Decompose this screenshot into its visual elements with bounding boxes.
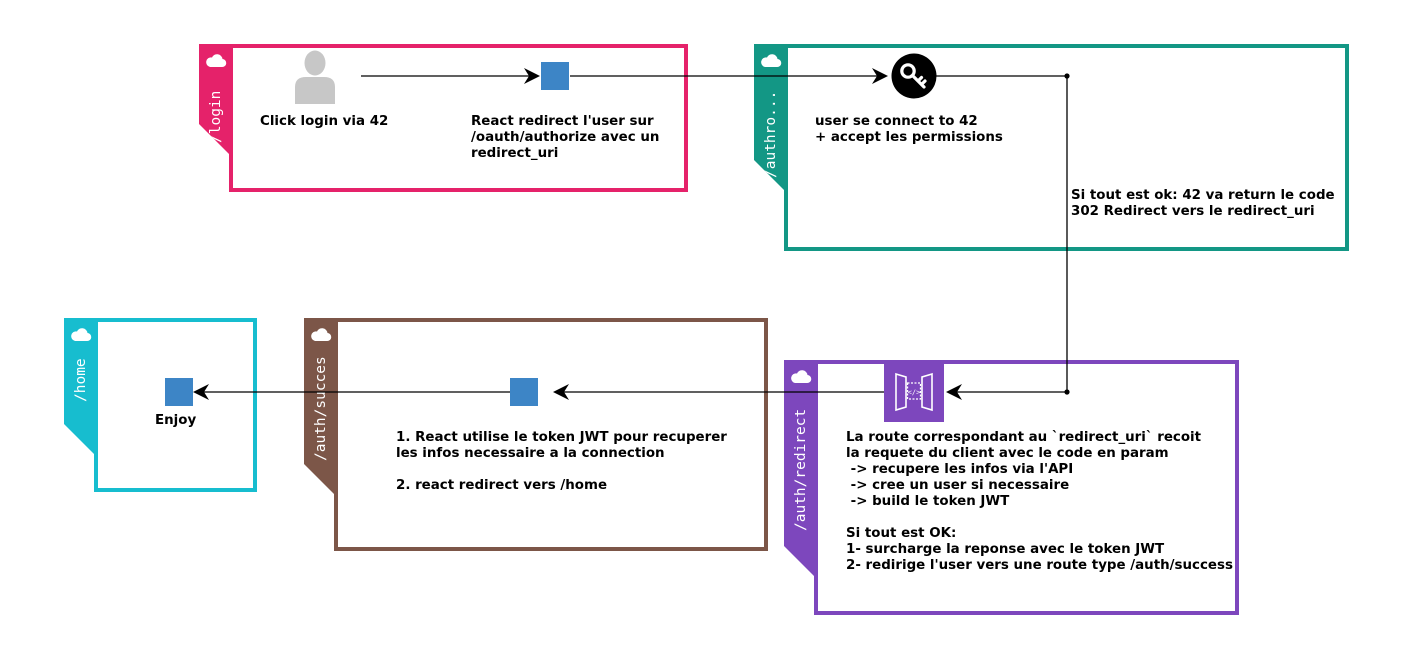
- route-handler-label: La route correspondant au `redirect_uri`…: [846, 430, 1233, 573]
- redirect-group-tab: /auth/redirect: [784, 360, 818, 580]
- junction-dot: [1064, 389, 1070, 395]
- user-icon: [295, 50, 335, 104]
- arrowhead: [524, 68, 540, 84]
- arrowhead: [193, 384, 209, 400]
- arrowhead: [553, 384, 569, 400]
- cloud-icon: [790, 368, 812, 384]
- cloud-icon: [310, 326, 332, 342]
- react-use-token-step: [510, 378, 538, 406]
- edge-key-to-redirect: [936, 75, 1068, 393]
- key-icon: [891, 53, 937, 99]
- api-gateway-icon: </>: [884, 362, 944, 422]
- click-login-label: Click login via 42: [260, 114, 389, 129]
- arrowhead: [872, 68, 888, 84]
- react-redirect-label: React redirect l'user sur /oauth/authori…: [471, 114, 660, 161]
- cloud-icon: [760, 52, 782, 68]
- enjoy-step: [165, 378, 193, 406]
- arrowhead: [946, 384, 962, 400]
- svg-text:</>: </>: [908, 389, 921, 397]
- user-connect-label: user se connect to 42 + accept les permi…: [815, 114, 1003, 145]
- login-group: [229, 44, 688, 192]
- enjoy-label: Enjoy: [155, 413, 197, 428]
- success-group-tab: /auth/succes: [304, 318, 338, 498]
- junction-dot: [1064, 73, 1070, 79]
- cloud-icon: [205, 52, 227, 68]
- react-use-token-label: 1. React utilise le token JWT pour recup…: [396, 430, 727, 493]
- cloud-icon: [70, 326, 92, 342]
- return-code-label: Si tout est ok: 42 va return le code 302…: [1071, 188, 1335, 219]
- react-redirect-step: [541, 62, 569, 90]
